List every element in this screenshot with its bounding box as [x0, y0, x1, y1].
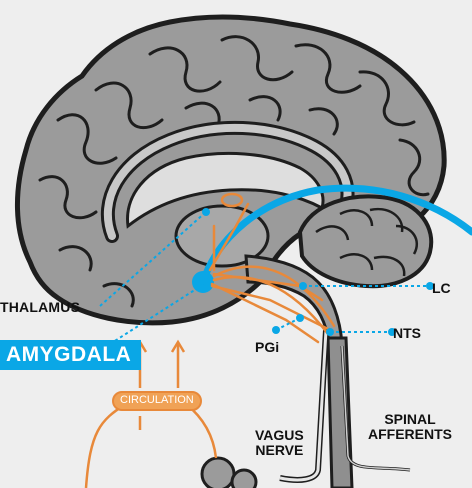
organ-shape: [232, 470, 256, 488]
vagus-label-line1: VAGUS: [255, 428, 304, 443]
thalamus-label: THALAMUS: [0, 300, 80, 315]
spinal-cord: [328, 338, 352, 488]
spinal-afferents-label: SPINAL AFFERENTS: [368, 412, 452, 441]
amygdala-label: AMYGDALA: [0, 340, 141, 370]
pgi-label: PGi: [255, 340, 279, 355]
cerebellum: [300, 196, 431, 286]
circulation-badge: CIRCULATION: [112, 391, 202, 411]
spinal-afferent-fiber: [342, 346, 410, 470]
organ-shape: [202, 458, 234, 488]
vagus-label-line2: NERVE: [255, 443, 304, 458]
spinal-label-line2: AFFERENTS: [368, 427, 452, 442]
amygdala-node: [192, 271, 214, 293]
lc-label: LC: [432, 281, 451, 296]
nts-label: NTS: [393, 326, 421, 341]
spinal-afferent-fiber-inner: [342, 346, 410, 470]
vagus-nerve-label: VAGUS NERVE: [255, 428, 304, 457]
spinal-label-line1: SPINAL: [368, 412, 452, 427]
